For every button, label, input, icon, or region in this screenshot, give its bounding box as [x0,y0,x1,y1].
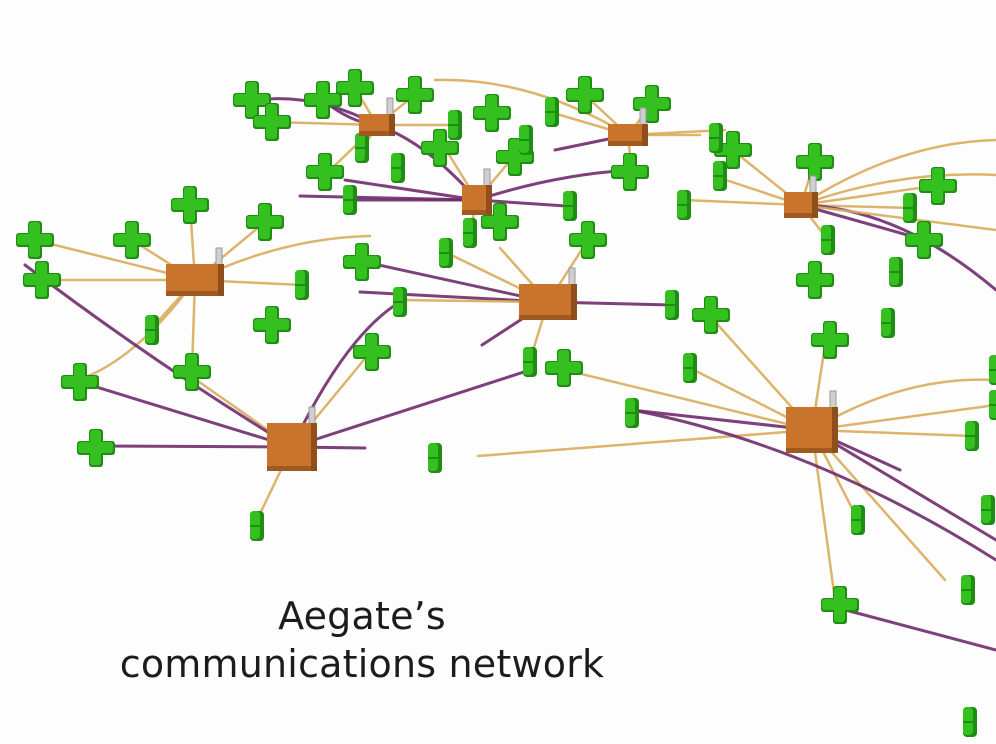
link-purple [290,300,402,449]
cylinder-node-icon [448,110,462,140]
link-purple [78,380,294,449]
cylinder-node-icon [677,190,691,220]
cylinder-node-icon [709,123,723,153]
link-tan [563,368,814,432]
cross-node-icon [61,363,99,401]
cross-node-icon [473,94,511,132]
cross-node-icon [796,261,834,299]
cylinder-node-icon [961,575,975,605]
cross-node-icon [811,321,849,359]
cylinder-node-icon [250,511,264,541]
cylinder-node-icon [391,153,405,183]
hubs-layer [166,97,838,471]
cylinder-node-icon [463,218,477,248]
link-tan [799,203,996,232]
link-purple [836,606,996,652]
cylinder-node-icon [545,97,559,127]
cross-node-icon [246,203,284,241]
cylinder-node-icon [683,353,697,383]
factory-hub-icon [166,247,224,296]
cross-node-icon [306,153,344,191]
cross-node-icon [396,76,434,114]
cylinder-node-icon [145,315,159,345]
link-purple [298,194,479,202]
cylinder-node-icon [519,125,533,155]
cross-node-icon [253,306,291,344]
caption: Aegate’s communications network [92,592,632,688]
cylinder-node-icon [428,443,442,473]
cross-node-icon [919,167,957,205]
cylinder-node-icon [851,505,865,535]
cross-node-icon [353,333,391,371]
link-tan [799,173,996,207]
cross-node-icon [113,221,151,259]
cross-node-icon [566,76,604,114]
cross-node-icon [714,131,752,169]
cylinder-node-icon [563,191,577,221]
cross-node-icon [421,129,459,167]
cross-node-icon [692,296,730,334]
cylinder-node-icon [355,133,369,163]
factory-hub-icon [359,97,395,136]
cross-node-icon [16,221,54,259]
cross-node-icon [173,353,211,391]
cross-node-icon [343,243,381,281]
cross-node-icon [253,103,291,141]
cylinder-node-icon [439,238,453,268]
link-tan [433,78,630,137]
link-purple [94,444,294,449]
cylinder-node-icon [965,421,979,451]
cross-node-icon [336,69,374,107]
cross-node-icon [304,81,342,119]
cross-node-icon [77,429,115,467]
link-purple [23,263,294,449]
cylinder-node-icon [989,355,996,385]
cylinder-node-icon [523,347,537,377]
caption-line-2: communications network [119,642,605,686]
factory-hub-icon [267,406,317,471]
link-tan [810,428,837,602]
cross-node-icon [481,203,519,241]
factory-hub-icon [519,267,577,320]
caption-line-1: Aegate’s [278,594,446,638]
link-purple [630,408,996,562]
cross-node-icon [821,586,859,624]
cross-node-icon [23,261,61,299]
cylinder-node-icon [989,390,996,420]
cylinder-node-icon [665,290,679,320]
cylinder-node-icon [889,257,903,287]
cross-node-icon [905,221,943,259]
cross-node-icon [796,143,834,181]
factory-hub-icon [784,175,818,218]
cylinder-node-icon [393,287,407,317]
cylinder-node-icon [295,270,309,300]
nodes-layer [16,69,996,737]
cross-node-icon [545,349,583,387]
factory-hub-icon [608,107,648,146]
factory-hub-icon [786,390,838,453]
cylinder-node-icon [903,193,917,223]
link-purple [630,408,814,432]
factory-hub-icon [462,168,492,215]
cross-node-icon [633,85,671,123]
cylinder-node-icon [713,161,727,191]
cylinder-node-icon [881,308,895,338]
cylinder-node-icon [963,707,977,737]
link-tan [476,428,814,458]
link-purple [290,368,532,449]
cylinder-node-icon [343,185,357,215]
cross-node-icon [569,221,607,259]
cylinder-node-icon [821,225,835,255]
cross-node-icon [171,186,209,224]
link-tan [681,198,803,207]
cross-node-icon [611,153,649,191]
cross-node-icon [233,81,271,119]
cylinder-node-icon [981,495,995,525]
cylinder-node-icon [625,398,639,428]
link-tan [799,138,996,207]
